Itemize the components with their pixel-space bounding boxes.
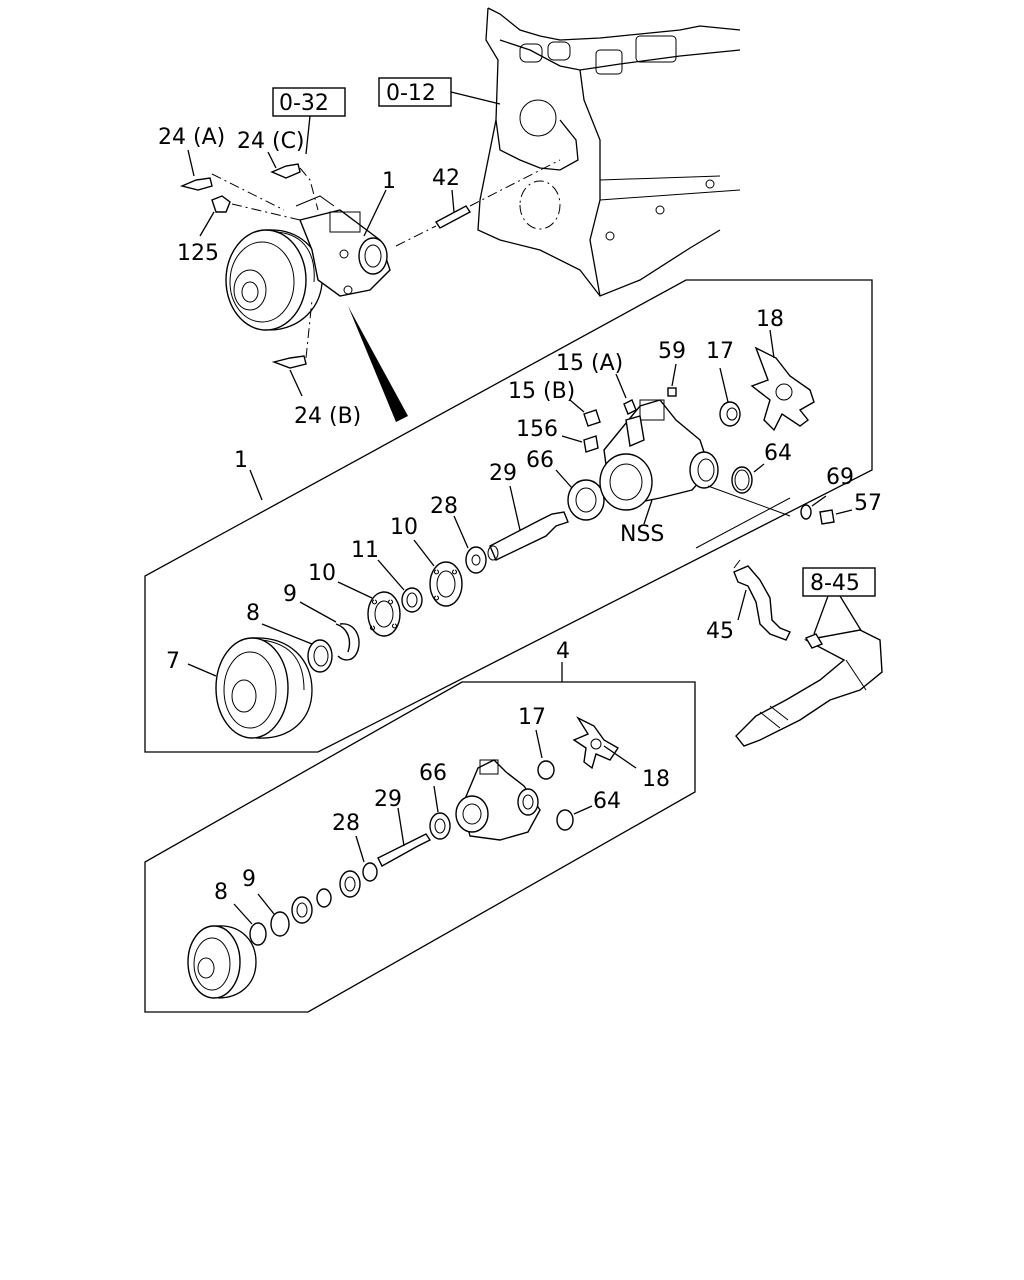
seal-66 <box>555 469 605 521</box>
ring-8 <box>261 623 333 673</box>
engine-block-outline <box>477 7 741 297</box>
label-29-top: 29 <box>489 461 517 486</box>
pointer-wedge <box>348 306 408 422</box>
ref-box-0-32[interactable]: 0-32 <box>272 87 346 155</box>
ref-text-8-45: 8-45 <box>810 571 860 596</box>
seal-66-small <box>429 785 451 840</box>
label-17-bot: 17 <box>518 705 546 730</box>
label-28-top: 28 <box>430 494 458 519</box>
label-64-top: 64 <box>764 441 792 466</box>
bolt-24b <box>271 299 313 397</box>
seal-17-small <box>535 729 555 780</box>
ref-box-0-12[interactable]: 0-12 <box>378 77 501 107</box>
ring-8-small <box>233 903 267 946</box>
label-4: 4 <box>556 639 570 664</box>
label-24c: 24 (C) <box>237 129 305 154</box>
label-10-b: 10 <box>308 561 336 586</box>
label-nss: NSS <box>620 522 664 547</box>
plug-57 <box>819 509 853 525</box>
label-24a: 24 (A) <box>158 125 225 150</box>
label-9-top: 9 <box>283 582 297 607</box>
label-17-top: 17 <box>706 339 734 364</box>
label-15b: 15 (B) <box>508 379 575 404</box>
label-9-bot: 9 <box>242 867 256 892</box>
label-28-bot: 28 <box>332 811 360 836</box>
pump-housing-nss <box>599 399 719 525</box>
label-7: 7 <box>166 649 180 674</box>
label-66-bot: 66 <box>419 761 447 786</box>
bearing-10a-small <box>291 896 313 924</box>
label-42: 42 <box>432 166 460 191</box>
snap-ring-9-small <box>257 893 290 937</box>
label-1-box: 1 <box>234 448 248 473</box>
label-45: 45 <box>706 619 734 644</box>
bolt-24c <box>267 151 319 211</box>
label-125: 125 <box>177 241 219 266</box>
label-11: 11 <box>351 538 379 563</box>
ref-text-0-32: 0-32 <box>279 91 329 116</box>
label-156: 156 <box>516 417 558 442</box>
pin-59 <box>667 363 677 397</box>
label-10-a: 10 <box>390 515 418 540</box>
impeller-18-small <box>572 716 637 770</box>
label-18-top: 18 <box>756 307 784 332</box>
bearing-10a <box>337 581 401 637</box>
washer-69 <box>707 485 827 520</box>
water-pump-assembly <box>225 195 391 331</box>
shaft-29 <box>487 485 569 561</box>
seal-17 <box>719 367 741 427</box>
washer-28 <box>453 515 487 574</box>
label-29-bot: 29 <box>374 787 402 812</box>
snap-ring-9 <box>299 601 360 661</box>
pulley-7 <box>187 637 313 739</box>
nut-125 <box>199 195 301 237</box>
plug-15a <box>615 373 637 415</box>
label-15a: 15 (A) <box>556 351 623 376</box>
spacer-11-small <box>316 888 332 908</box>
hose-8-45 <box>735 629 883 747</box>
box-assembly-4 <box>144 681 696 1013</box>
leader-45 <box>695 497 791 549</box>
label-57: 57 <box>854 491 882 516</box>
plug-156 <box>561 435 599 453</box>
pump-housing-small <box>455 759 541 841</box>
bolt-24a <box>179 149 285 211</box>
shaft-29-small <box>377 807 432 867</box>
ref-box-8-45[interactable]: 8-45 <box>802 567 876 635</box>
pulley-7-small <box>187 925 257 999</box>
label-64-bot: 64 <box>593 789 621 814</box>
callout-labels: 24 (A) 24 (C) 125 24 (B) 1 42 18 15 (A) … <box>158 125 882 905</box>
ref-text-0-12: 0-12 <box>386 81 436 106</box>
label-69: 69 <box>826 465 854 490</box>
pipe-45 <box>733 559 791 641</box>
bearing-10b-small <box>339 870 361 898</box>
label-24b: 24 (B) <box>294 404 361 429</box>
label-59: 59 <box>658 339 686 364</box>
washer-28-small <box>355 835 378 882</box>
stud-42 <box>395 159 561 247</box>
label-8-bot: 8 <box>214 880 228 905</box>
plug-15b <box>569 399 601 427</box>
o-ring-64-small <box>556 805 593 831</box>
box-assembly-1 <box>144 279 873 753</box>
label-66-top: 66 <box>526 448 554 473</box>
spacer-11 <box>377 559 423 613</box>
bearing-10b <box>413 539 463 607</box>
impeller-18 <box>750 329 815 432</box>
label-1-top: 1 <box>382 169 396 194</box>
label-8-top: 8 <box>246 601 260 626</box>
o-ring-64 <box>731 463 765 494</box>
label-18-bot: 18 <box>642 767 670 792</box>
